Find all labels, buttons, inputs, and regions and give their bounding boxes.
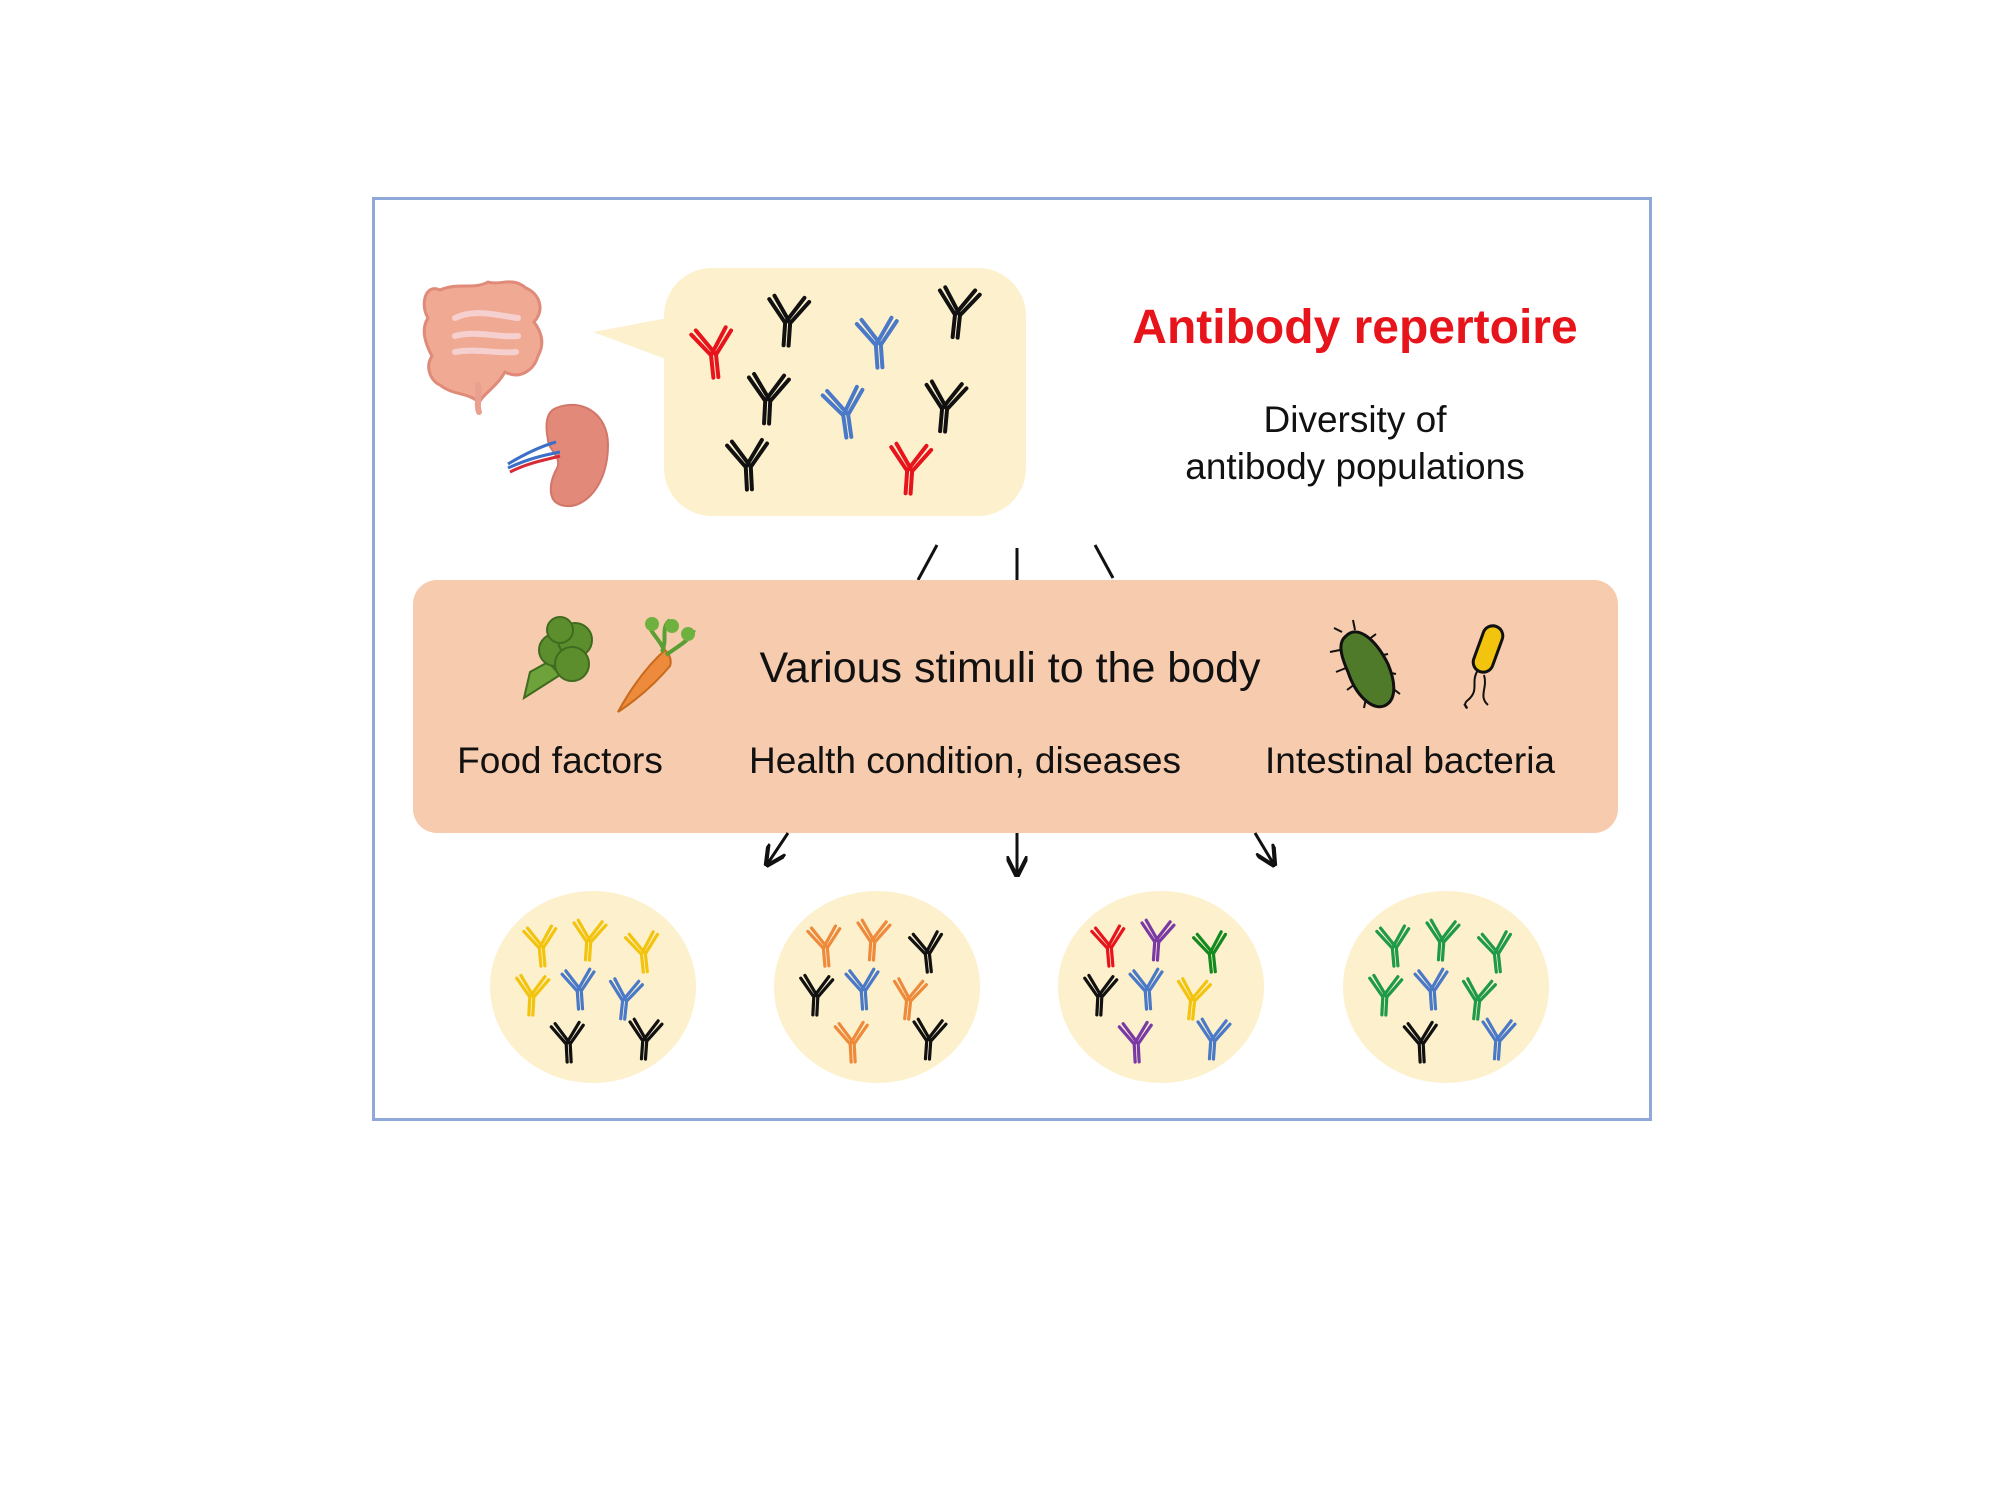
antibody-icon [924, 379, 969, 434]
antibody-icon [725, 437, 770, 492]
antibody-icon [624, 930, 660, 974]
antibody-icon [1425, 918, 1461, 962]
antibody-icon [1413, 967, 1449, 1011]
antibody-icon [1140, 918, 1176, 962]
intestinal-bacteria-label: Intestinal bacteria [1264, 740, 1555, 781]
intestine-icon [422, 280, 544, 415]
antibody-repertoire-subtitle: Diversity of antibody populations [1085, 396, 1625, 490]
source-antibody-pool [689, 285, 982, 496]
stimuli-label: Various stimuli to the body [759, 644, 1261, 692]
antibody-icon [889, 441, 934, 496]
antibody-icon [746, 371, 791, 426]
antibody-icon [1128, 967, 1164, 1011]
antibody-icon [912, 1017, 948, 1061]
antibody-icon [549, 1020, 585, 1064]
diverging-arrows [768, 832, 1273, 873]
antibody-icon [608, 977, 644, 1021]
antibody-icon [1192, 930, 1228, 974]
antibody-icon [689, 325, 734, 380]
health-condition-label: Health condition, diseases [749, 740, 1181, 781]
antibody-icon [572, 918, 608, 962]
antibody-icon [560, 967, 596, 1011]
mixed-antibody-pool [1083, 918, 1232, 1064]
antibody-icon [628, 1017, 664, 1061]
health-antibody-pool-bg [774, 891, 980, 1083]
mixed-antibody-pool-bg [1058, 891, 1264, 1083]
antibody-icon [1461, 977, 1497, 1021]
antibody-icon [1090, 924, 1126, 968]
subtitle-line-2: antibody populations [1185, 446, 1525, 487]
antibody-icon [806, 924, 842, 968]
flagellated-bacterium-icon [1463, 624, 1505, 709]
antibody-icon [1083, 973, 1119, 1017]
antibody-icon [515, 973, 551, 1017]
antibody-icon [908, 930, 944, 974]
antibody-icon [937, 285, 982, 340]
food-antibody-pool-bg [490, 891, 696, 1083]
broccoli-icon [522, 616, 593, 701]
antibody-icon [1477, 930, 1513, 974]
antibody-icon [854, 315, 899, 370]
antibody-icon [820, 384, 865, 440]
antibody-icon [833, 1020, 869, 1064]
antibody-icon [1481, 1017, 1517, 1061]
antibody-icon [522, 924, 558, 968]
antibody-repertoire-title: Antibody repertoire [1132, 301, 1578, 354]
antibody-icon [1176, 977, 1212, 1021]
antibody-icon [1375, 924, 1411, 968]
health-antibody-pool [799, 918, 948, 1064]
bacteria-antibody-pool [1368, 918, 1517, 1064]
antibody-icon [844, 967, 880, 1011]
carrot-icon [617, 617, 696, 713]
food-factors-label: Food factors [457, 740, 663, 781]
kidney-icon [507, 403, 610, 508]
antibody-icon [1117, 1020, 1153, 1064]
antibody-icon [856, 918, 892, 962]
subtitle-line-1: Diversity of [1263, 399, 1447, 440]
antibody-icon [1402, 1020, 1438, 1064]
antibody-icon [767, 293, 812, 348]
bacteria-antibody-pool-bg [1343, 891, 1549, 1083]
stimuli-band [413, 580, 1618, 833]
antibody-icon [1196, 1017, 1232, 1061]
antibody-icon [892, 977, 928, 1021]
antibody-icon [799, 973, 835, 1017]
antibody-icon [1368, 973, 1404, 1017]
food-antibody-pool [515, 918, 664, 1064]
rod-bacterium-icon [1329, 619, 1401, 709]
converging-lines [916, 544, 1115, 581]
